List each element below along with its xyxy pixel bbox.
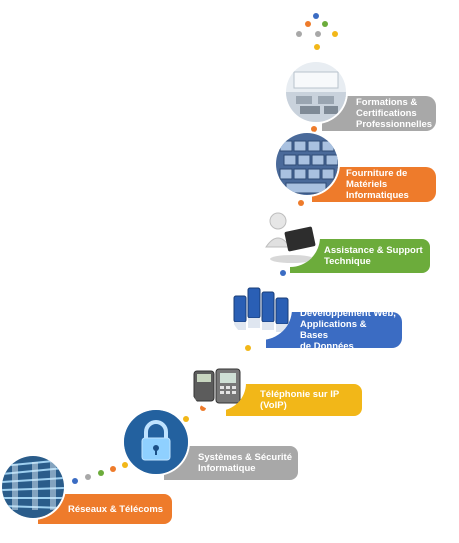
dot <box>85 474 91 480</box>
dot <box>322 21 328 27</box>
dot <box>305 21 311 27</box>
network-cables-icon <box>2 456 64 518</box>
dot <box>245 345 251 351</box>
step-label: Téléphonie sur IP (VoIP) <box>226 384 362 416</box>
support-figure-icon <box>260 207 320 267</box>
dot <box>110 466 116 472</box>
dot <box>298 200 304 206</box>
server-rack-icon <box>230 278 292 340</box>
dot <box>311 126 317 132</box>
voip-phone-icon <box>190 355 246 411</box>
dot <box>315 31 321 37</box>
dot <box>314 44 320 50</box>
training-room-icon <box>286 62 346 122</box>
dot <box>98 470 104 476</box>
dot <box>280 270 286 276</box>
dot <box>200 405 206 411</box>
dot <box>183 416 189 422</box>
step-label: Fourniture de Matériels Informatiques <box>312 167 436 202</box>
dot <box>122 462 128 468</box>
keyboard-icon <box>276 133 338 195</box>
dot <box>313 13 319 19</box>
dot <box>72 478 78 484</box>
security-lock-icon <box>124 410 188 474</box>
dot <box>332 31 338 37</box>
dot <box>296 31 302 37</box>
step-label: Développement Web, Applications & Bases … <box>266 308 402 352</box>
